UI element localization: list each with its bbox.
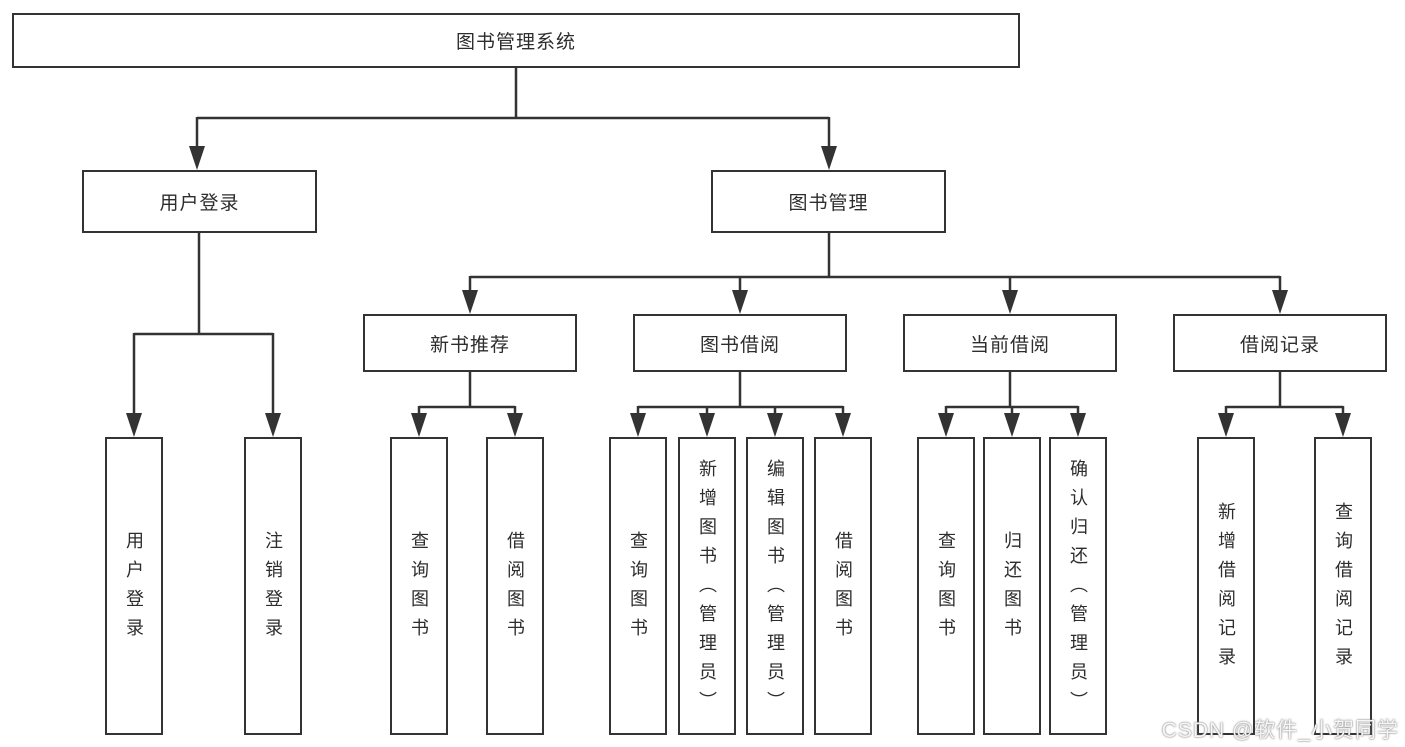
csdn-watermark: CSDN @软件_小贺同学: [1161, 719, 1399, 742]
node-leaf-confirm-return-admin: 确认归还（管理员）: [1049, 437, 1107, 735]
node-leaf-query-books-2: 查询图书: [609, 437, 667, 735]
node-leaf-add-books-admin: 新增图书（管理员）: [678, 437, 736, 735]
node-leaf-edit-books-admin: 编辑图书（管理员）: [746, 437, 804, 735]
node-user-login-branch: 用户登录: [82, 170, 317, 233]
node-leaf-query-borrow-record: 查询借阅记录: [1314, 437, 1372, 735]
node-leaf-borrow-books-1: 借阅图书: [486, 437, 544, 735]
node-borrowing-records: 借阅记录: [1173, 314, 1387, 372]
node-new-book-recommendation: 新书推荐: [363, 314, 577, 372]
node-leaf-query-books-1: 查询图书: [390, 437, 448, 735]
node-leaf-add-borrow-record: 新增借阅记录: [1197, 437, 1255, 735]
node-current-borrowing: 当前借阅: [903, 314, 1117, 372]
node-book-management-system: 图书管理系统: [12, 13, 1020, 68]
node-book-management-branch: 图书管理: [711, 170, 946, 233]
node-leaf-user-login: 用户登录: [105, 437, 163, 735]
node-leaf-borrow-books-2: 借阅图书: [814, 437, 872, 735]
node-leaf-logout: 注销登录: [244, 437, 302, 735]
node-leaf-return-books: 归还图书: [983, 437, 1041, 735]
node-book-borrowing: 图书借阅: [633, 314, 847, 372]
node-leaf-query-books-3: 查询图书: [917, 437, 975, 735]
